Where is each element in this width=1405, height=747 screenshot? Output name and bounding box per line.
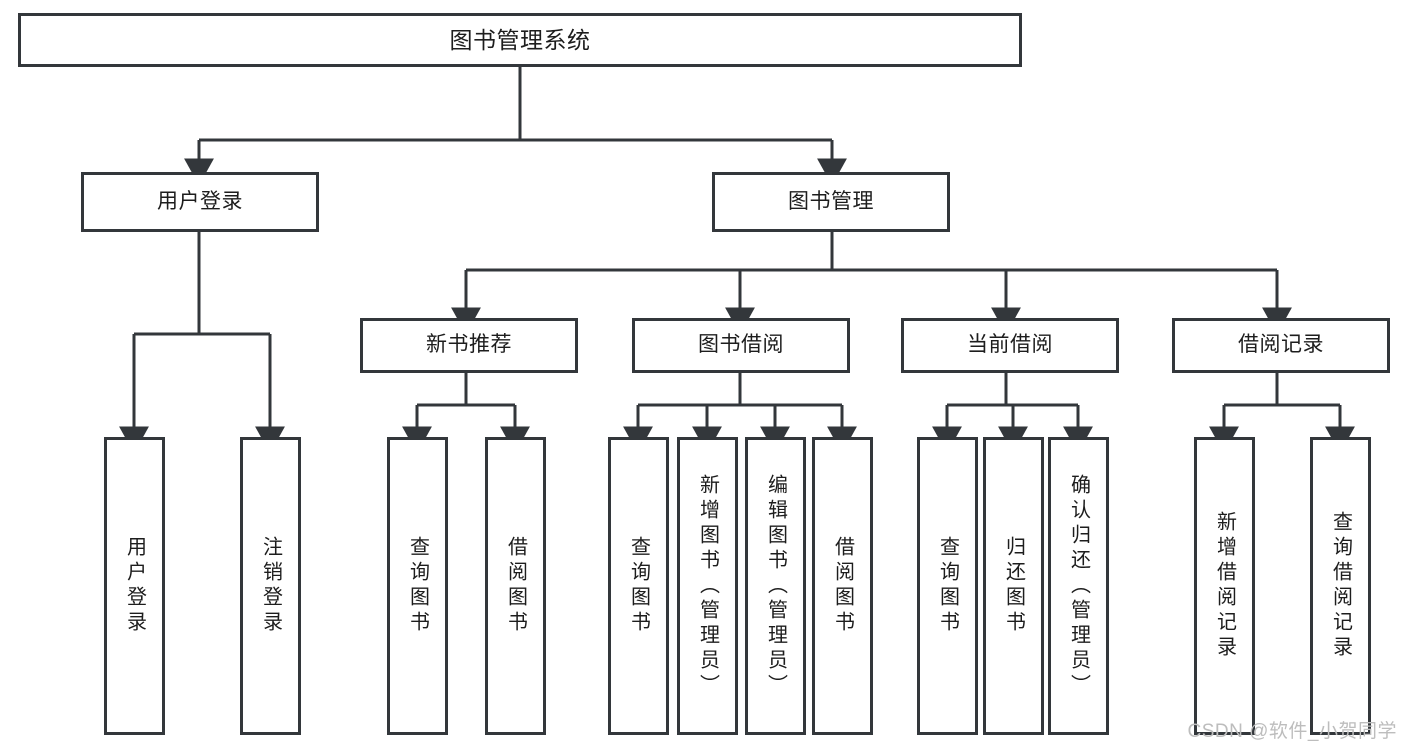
node-leaf-rec-query-book-label: 查询图书	[406, 536, 429, 636]
node-leaf-borrow-borrow-book[interactable]: 借阅图书	[812, 437, 873, 735]
node-leaf-cur-confirm-return-label: 确认归还（管理员）	[1067, 473, 1090, 699]
node-leaf-cur-return-book[interactable]: 归还图书	[983, 437, 1044, 735]
node-borrow-record[interactable]: 借阅记录	[1172, 318, 1390, 373]
node-leaf-cur-query-book-label: 查询图书	[936, 536, 959, 636]
node-book-manage[interactable]: 图书管理	[712, 172, 950, 232]
node-leaf-user-login[interactable]: 用户登录	[104, 437, 165, 735]
node-leaf-borrow-edit-book-label: 编辑图书（管理员）	[764, 473, 787, 699]
node-book-manage-label: 图书管理	[788, 189, 874, 213]
node-borrow-record-label: 借阅记录	[1238, 333, 1324, 357]
node-new-book-rec[interactable]: 新书推荐	[360, 318, 578, 373]
node-user-login[interactable]: 用户登录	[81, 172, 319, 232]
node-leaf-cur-return-book-label: 归还图书	[1002, 536, 1025, 636]
node-leaf-user-logout-label: 注销登录	[259, 536, 282, 636]
node-leaf-cur-confirm-return[interactable]: 确认归还（管理员）	[1048, 437, 1109, 735]
node-leaf-rec-query-book[interactable]: 查询图书	[387, 437, 448, 735]
node-leaf-user-login-label: 用户登录	[123, 536, 146, 636]
node-new-book-rec-label: 新书推荐	[426, 333, 512, 357]
node-leaf-borrow-add-book-label: 新增图书（管理员）	[696, 473, 719, 699]
node-leaf-rec-query-record[interactable]: 查询借阅记录	[1310, 437, 1371, 735]
node-leaf-user-logout[interactable]: 注销登录	[240, 437, 301, 735]
node-leaf-borrow-borrow-book-label: 借阅图书	[831, 536, 854, 636]
node-leaf-borrow-query-book-label: 查询图书	[627, 536, 650, 636]
node-leaf-rec-add-record[interactable]: 新增借阅记录	[1194, 437, 1255, 735]
node-leaf-rec-borrow-book[interactable]: 借阅图书	[485, 437, 546, 735]
node-root-label: 图书管理系统	[449, 26, 591, 53]
node-leaf-rec-borrow-book-label: 借阅图书	[504, 536, 527, 636]
node-user-login-label: 用户登录	[157, 189, 243, 213]
watermark-text: CSDN @软件_小贺同学	[1187, 721, 1397, 742]
node-leaf-rec-query-record-label: 查询借阅记录	[1329, 511, 1352, 661]
node-leaf-rec-add-record-label: 新增借阅记录	[1213, 511, 1236, 661]
node-root[interactable]: 图书管理系统	[18, 13, 1022, 67]
node-book-borrow[interactable]: 图书借阅	[632, 318, 850, 373]
node-leaf-borrow-edit-book[interactable]: 编辑图书（管理员）	[745, 437, 806, 735]
node-current-borrow-label: 当前借阅	[967, 333, 1053, 357]
node-leaf-borrow-query-book[interactable]: 查询图书	[608, 437, 669, 735]
node-book-borrow-label: 图书借阅	[698, 333, 784, 357]
node-leaf-borrow-add-book[interactable]: 新增图书（管理员）	[677, 437, 738, 735]
node-leaf-cur-query-book[interactable]: 查询图书	[917, 437, 978, 735]
node-current-borrow[interactable]: 当前借阅	[901, 318, 1119, 373]
